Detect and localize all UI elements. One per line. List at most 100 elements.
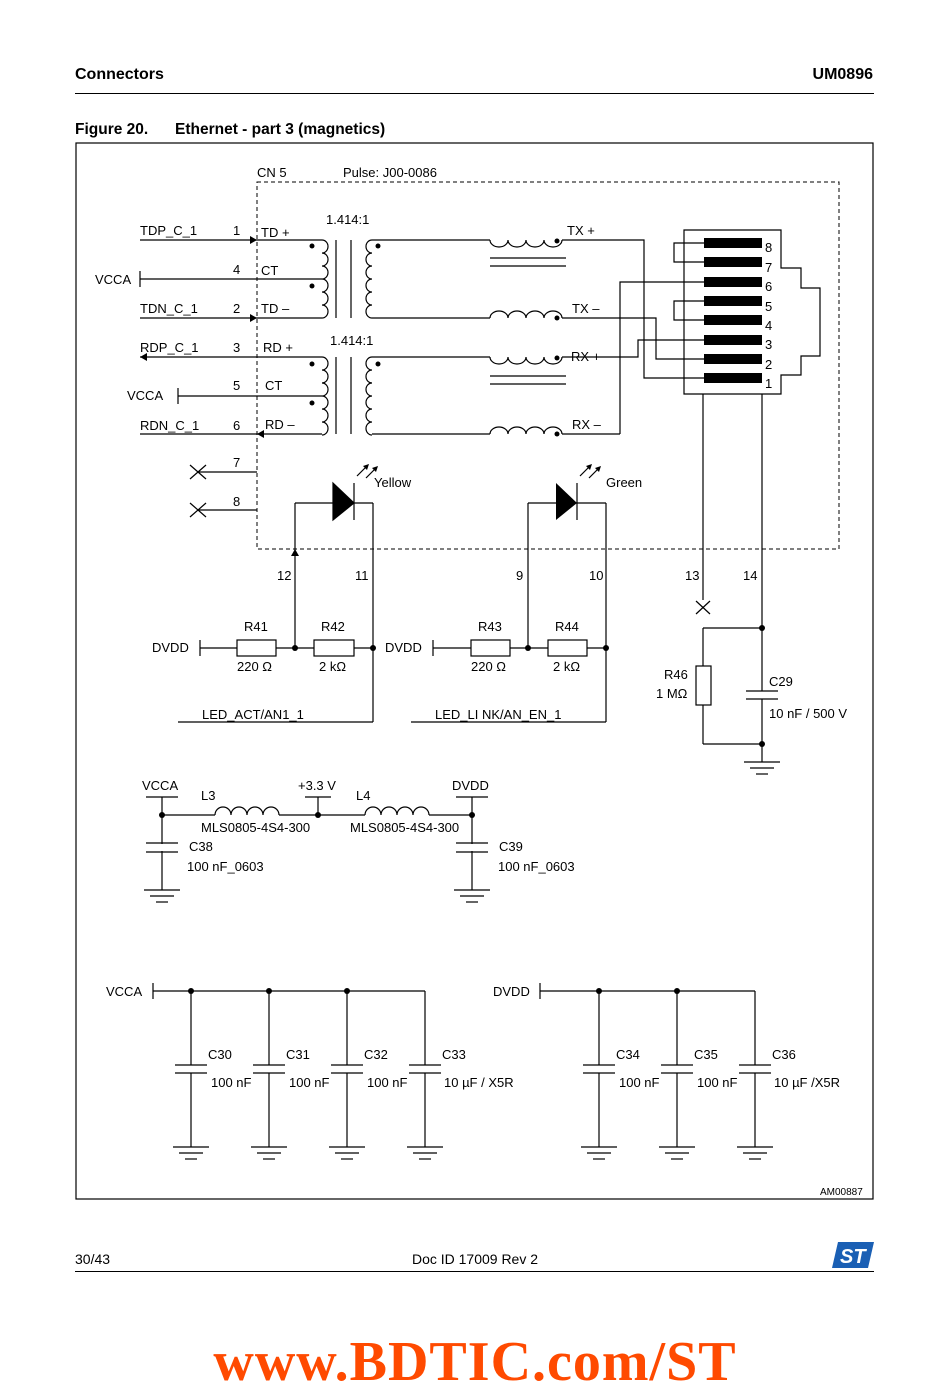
v33-net: +3.3 V (298, 778, 336, 793)
rx-secondary-winding (365, 356, 373, 436)
pin-1: 1 (233, 223, 240, 238)
rj45-pin-1: 1 (765, 376, 772, 391)
c35-value: 100 nF (697, 1075, 738, 1090)
rj45-pin-2: 2 (765, 357, 772, 372)
pin-6: 6 (233, 418, 240, 433)
tdn-net: TDN_C_1 (140, 301, 198, 316)
svg-text:ST: ST (840, 1246, 867, 1268)
rx-primary-winding (321, 356, 329, 436)
section-title: Connectors (75, 66, 164, 83)
c38-value: 100 nF_0603 (187, 859, 264, 874)
footer-rule (75, 1271, 874, 1272)
r44-label: R44 (555, 619, 579, 634)
pin-3: 3 (233, 340, 240, 355)
header-rule (75, 93, 874, 94)
tx-choke-bottom (489, 310, 563, 319)
c31-value: 100 nF (289, 1075, 330, 1090)
r41-label: R41 (244, 619, 268, 634)
tx-choke-top (489, 239, 563, 248)
rx-minus: RX – (572, 417, 602, 432)
dvdd-bank-net: DVDD (493, 984, 530, 999)
rx-choke-top (489, 356, 563, 365)
ratio-top: 1.414:1 (326, 212, 369, 227)
pin-7: 7 (233, 455, 240, 470)
ct-1: CT (261, 263, 278, 278)
c33-label: C33 (442, 1047, 466, 1062)
c32-value: 100 nF (367, 1075, 408, 1090)
c32-label: C32 (364, 1047, 388, 1062)
r46 (695, 665, 712, 706)
pin-11: 11 (355, 568, 369, 583)
l4 (364, 806, 430, 816)
page-number: 30/43 (75, 1251, 111, 1267)
pin-4: 4 (233, 262, 240, 277)
figure-title: Ethernet - part 3 (magnetics) (175, 121, 386, 138)
c36-value: 10 µF /X5R (774, 1075, 840, 1090)
doc-id: Doc ID 17009 Rev 2 (411, 1251, 539, 1267)
td-minus: TD – (261, 301, 290, 316)
c36-label: C36 (772, 1047, 796, 1062)
c34-label: C34 (616, 1047, 640, 1062)
pin-12: 12 (277, 568, 291, 583)
ratio-bottom: 1.414:1 (330, 333, 373, 348)
r44 (547, 639, 588, 657)
pin-13: 13 (685, 568, 699, 583)
r43 (470, 639, 511, 657)
vcca-filter-net: VCCA (142, 778, 178, 793)
l3-part: MLS0805-4S4-300 (201, 820, 310, 835)
c29-label: C29 (769, 674, 793, 689)
tx-primary-winding (321, 239, 329, 319)
l4-label: L4 (356, 788, 370, 803)
rd-plus: RD + (263, 340, 293, 355)
c30-label: C30 (208, 1047, 232, 1062)
green-led (528, 464, 606, 520)
rj45-pin-8: 8 (765, 240, 772, 255)
vcca-bank-net: VCCA (106, 984, 142, 999)
rj45-pin-4: 4 (765, 318, 772, 333)
rj45-pin-7: 7 (765, 260, 772, 275)
cn5-part: Pulse: J00-0086 (343, 165, 437, 180)
c39-value: 100 nF_0603 (498, 859, 575, 874)
rj45-pin-3: 3 (765, 337, 772, 352)
tx-minus: TX – (572, 301, 600, 316)
c38-label: C38 (189, 839, 213, 854)
nc-mark-13 (695, 600, 711, 615)
c30-value: 100 nF (211, 1075, 252, 1090)
figure-number: Figure 20. (75, 121, 149, 138)
r41 (236, 639, 277, 657)
figure-frame (75, 142, 874, 1200)
pin-8: 8 (233, 494, 240, 509)
c39-label: C39 (499, 839, 523, 854)
tx-secondary-winding (365, 239, 373, 319)
ground-c39 (454, 889, 490, 903)
r42-value: 2 kΩ (319, 659, 346, 674)
pin-5: 5 (233, 378, 240, 393)
dvdd-bank-caps (581, 988, 773, 1160)
r43-value: 220 Ω (471, 659, 506, 674)
c33-value: 10 µF / X5R (444, 1075, 514, 1090)
r46-value: 1 MΩ (656, 686, 688, 701)
r43-label: R43 (478, 619, 502, 634)
yellow-led (295, 464, 378, 522)
r41-value: 220 Ω (237, 659, 272, 674)
document-number: UM0896 (812, 66, 873, 83)
rj45-pin-5: 5 (765, 299, 772, 314)
l4-part: MLS0805-4S4-300 (350, 820, 459, 835)
rd-minus: RD – (265, 417, 295, 432)
c35-label: C35 (694, 1047, 718, 1062)
green-label: Green (606, 475, 642, 490)
ground-c38 (144, 889, 180, 903)
nc-mark-7 (189, 464, 207, 480)
rdn-net: RDN_C_1 (140, 418, 199, 433)
c29-value: 10 nF / 500 V (769, 706, 847, 721)
r42-label: R42 (321, 619, 345, 634)
rj45-pin-6: 6 (765, 279, 772, 294)
r44-value: 2 kΩ (553, 659, 580, 674)
r46-label: R46 (664, 667, 688, 682)
dvdd-filter-net: DVDD (452, 778, 489, 793)
r42 (313, 639, 355, 657)
pin-9: 9 (516, 568, 523, 583)
rdp-net: RDP_C_1 (140, 340, 199, 355)
tdp-net: TDP_C_1 (140, 223, 197, 238)
